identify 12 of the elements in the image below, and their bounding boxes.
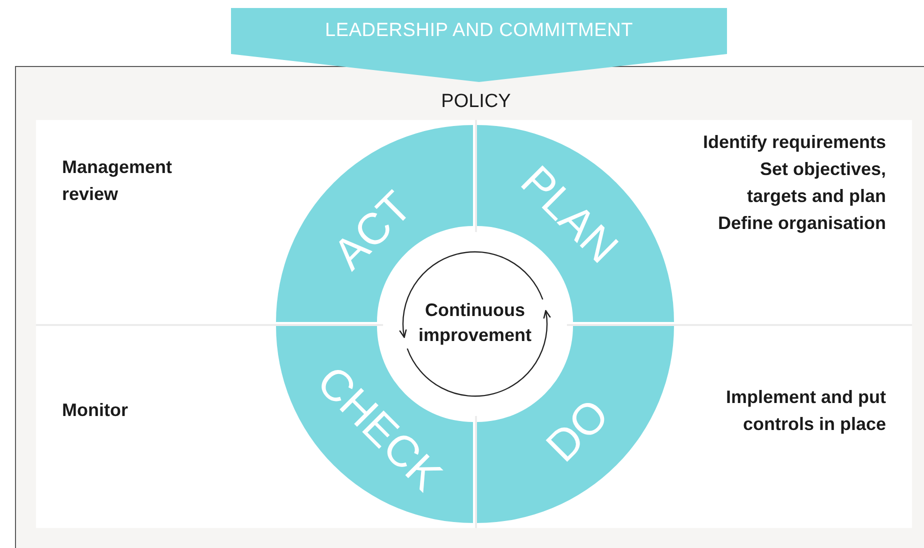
side-note: Management review <box>62 156 174 206</box>
policy-frame <box>15 66 924 548</box>
banner-arrow <box>231 8 727 82</box>
policy-heading: POLICY <box>440 91 512 113</box>
side-note: Monitor <box>62 399 129 422</box>
banner-title: LEADERSHIP AND COMMITMENT <box>324 19 634 43</box>
side-note: Implement and put controls in place <box>724 386 886 436</box>
side-note: Set objectives, targets and plan <box>746 158 886 208</box>
center-label: Continuous improvement <box>417 299 533 347</box>
side-note: Define organisation <box>716 212 886 235</box>
phase-label: DO <box>539 392 617 470</box>
side-note: Identify requirements <box>702 131 886 154</box>
